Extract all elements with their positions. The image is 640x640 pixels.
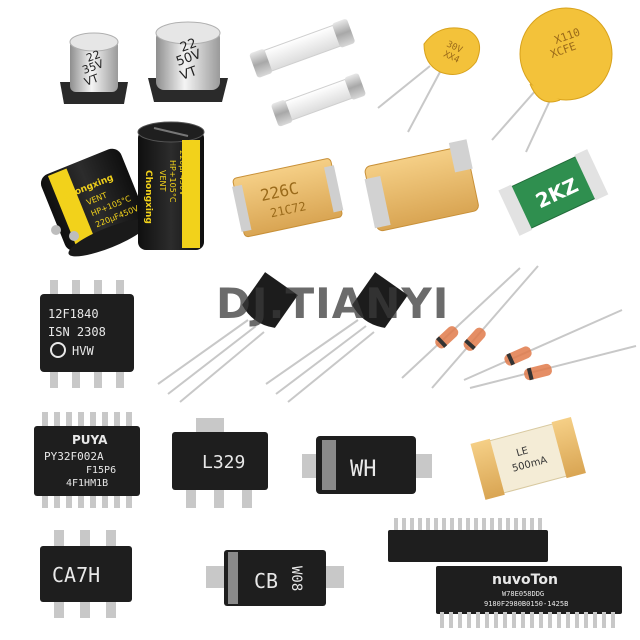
radial-b-line2: HP+105°C bbox=[168, 160, 177, 203]
soic8-line1: 12F1840 bbox=[48, 307, 99, 321]
glass-diode-4 bbox=[469, 345, 637, 389]
smd-capacitor-small: 22 35V VT bbox=[60, 32, 128, 104]
sot23-6: CA7H bbox=[40, 530, 132, 618]
cap-large-line3: VT bbox=[178, 64, 199, 84]
radial-b-line3: 220μF450V bbox=[178, 150, 187, 196]
sot223-regulator: L329 bbox=[172, 418, 268, 508]
dip-line1: W78E058DDG bbox=[502, 590, 544, 598]
smb-diode: CB W08 bbox=[206, 550, 344, 606]
ptc-fuse-small: 30V XX4 bbox=[377, 27, 481, 133]
glass-fuse-bottom bbox=[271, 73, 366, 127]
soic8-line3: HVW bbox=[72, 344, 94, 358]
watermark-text: DJ.TIANYI bbox=[216, 279, 449, 328]
smb-diode-text: CB bbox=[254, 569, 278, 593]
cap-large-line1: 22 bbox=[178, 36, 199, 56]
dip-line2: 9180F2980B0150-1425B bbox=[484, 600, 568, 608]
tssop-line3: F15P6 bbox=[86, 465, 116, 476]
smd-fuse-green: 2KZ bbox=[498, 149, 609, 236]
tssop-line4: 4F1HM1B bbox=[66, 478, 108, 489]
tssop-line1: PUYA bbox=[72, 433, 108, 447]
glass-diode-1 bbox=[401, 267, 521, 379]
radial-capacitor-right: Chongxing VENT HP+105°C 220μF450V bbox=[137, 121, 205, 250]
sot223-text: L329 bbox=[202, 452, 245, 473]
smd-capacitor-large: 22 50V VT bbox=[148, 21, 228, 102]
tantalum-capacitor-b bbox=[364, 139, 479, 232]
dip-brand: nuvoTon bbox=[492, 572, 558, 588]
cap-small-line3: VT bbox=[83, 72, 101, 89]
to92-transistor-left bbox=[157, 272, 298, 403]
tssop-line2: PY32F002A bbox=[44, 450, 104, 463]
radial-b-line1: VENT bbox=[158, 170, 167, 192]
radial-capacitor-left: Chongxing VENT HP+105°C 220μF450V bbox=[40, 148, 149, 257]
sot23-6-text: CA7H bbox=[52, 563, 100, 587]
tantalum-capacitor-a: 226C 21C72 bbox=[232, 158, 344, 238]
radial-b-brand: Chongxing bbox=[143, 170, 153, 224]
ic-tssop: PUYA PY32F002A F15P6 4F1HM1B bbox=[34, 412, 140, 508]
sod-diode-text: WH bbox=[350, 457, 377, 482]
to92-transistor-right bbox=[265, 272, 408, 403]
glass-fuse-top bbox=[249, 19, 355, 78]
sod-diode: WH bbox=[302, 436, 432, 494]
cap-small-line1: 22 bbox=[85, 48, 103, 65]
ptc-fuse-large: X110 XCFE bbox=[491, 7, 613, 153]
glass-diode-2 bbox=[431, 265, 539, 389]
dip-ic-nuvoton: nuvoTon W78E058DDG 9180F2980B0150-1425B bbox=[436, 566, 622, 628]
soic8-line2: ISN 2308 bbox=[48, 325, 106, 339]
smb-diode-text2: W08 bbox=[288, 566, 304, 591]
ceramic-fuse: LE 500mA bbox=[470, 416, 586, 500]
dip-ic-back bbox=[388, 518, 548, 562]
ceramic-fuse-line1: LE bbox=[515, 445, 529, 459]
glass-diode-3 bbox=[463, 309, 623, 381]
ic-soic8: 12F1840 ISN 2308 HVW bbox=[40, 280, 134, 388]
